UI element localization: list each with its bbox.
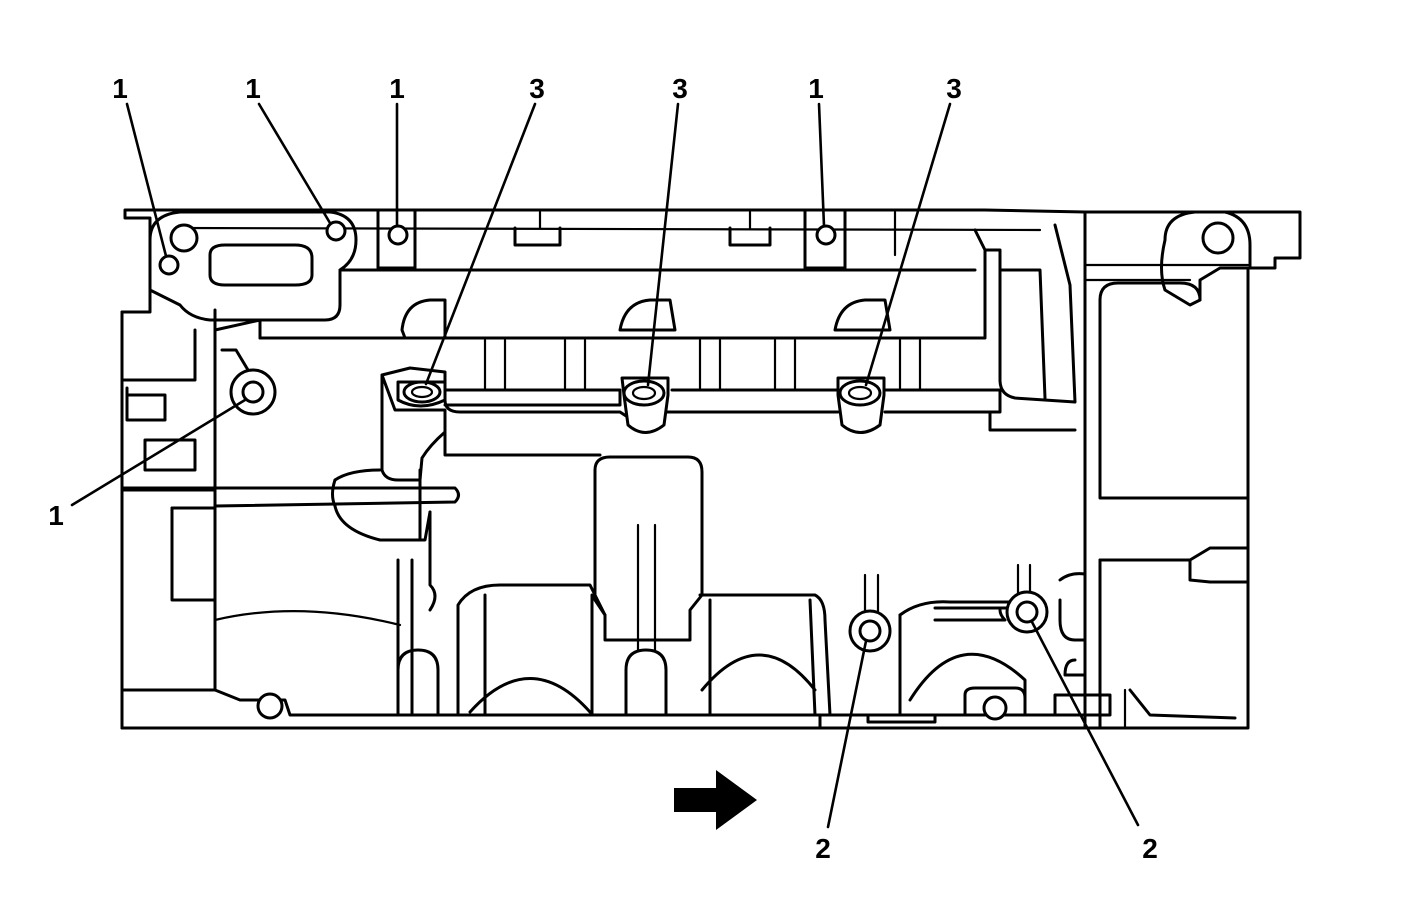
- callout-3: 3: [672, 73, 688, 104]
- bolt-hole: [815, 224, 837, 246]
- bolt-holes-type-2: [848, 590, 1049, 653]
- callout-1: 1: [389, 73, 405, 104]
- bolt-hole: [1015, 600, 1039, 624]
- bolt-hole: [387, 224, 409, 246]
- callout-2: 2: [1142, 833, 1158, 864]
- callout-1: 1: [112, 73, 128, 104]
- bolt-boss-3c: [836, 376, 886, 434]
- bolt-holes-type-1: [158, 220, 1235, 721]
- oil-pan-outline: [120, 208, 1302, 730]
- callout-3: 3: [529, 73, 545, 104]
- bolt-hole: [158, 254, 180, 276]
- bolt-hole: [169, 223, 199, 253]
- bolt-boss-3b: [620, 376, 670, 434]
- bolt-boss-3a: [396, 380, 447, 408]
- bolt-hole: [256, 692, 284, 720]
- callout-1: 1: [48, 500, 64, 531]
- callout-2: 2: [815, 833, 831, 864]
- callout-1: 1: [808, 73, 824, 104]
- callout-3: 3: [946, 73, 962, 104]
- bolt-bosses-type-3: [396, 376, 886, 434]
- bolt-hole: [982, 695, 1008, 721]
- bolt-hole: [241, 380, 265, 404]
- bolt-hole: [858, 619, 882, 643]
- bolt-hole: [1201, 221, 1235, 255]
- bolt-hole: [325, 220, 347, 242]
- callout-1: 1: [245, 73, 261, 104]
- arrow-right-icon: [674, 770, 757, 830]
- callout-labels: 1 1 1 3 3 1 3 1 2 2: [48, 73, 1158, 864]
- leader-lines: [70, 102, 1140, 829]
